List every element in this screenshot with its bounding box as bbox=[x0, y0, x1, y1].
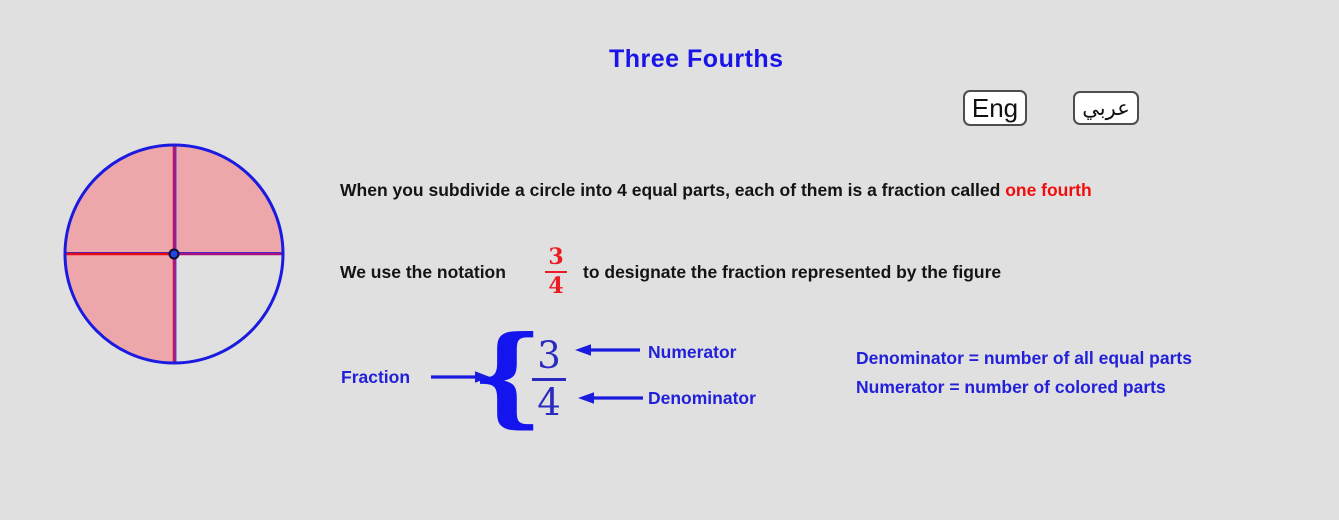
legend-denominator-definition: Denominator = number of all equal parts bbox=[856, 348, 1192, 368]
one-fourth-highlight: one fourth bbox=[1005, 180, 1092, 200]
sentence-notation-suffix: to designate the fraction represented by… bbox=[583, 262, 1002, 282]
curly-brace: { bbox=[470, 313, 544, 439]
numerator-label: Numerator bbox=[648, 342, 737, 362]
circle-outline bbox=[63, 143, 285, 365]
blue-fraction-denominator: 4 bbox=[537, 381, 561, 424]
sentence-subdivide-text: When you subdivide a circle into 4 equal… bbox=[340, 180, 1001, 200]
sector-top-right bbox=[174, 145, 283, 254]
center-point bbox=[168, 248, 180, 260]
sentence-subdivide: When you subdivide a circle into 4 equal… bbox=[340, 180, 1092, 201]
denominator-arrow-head bbox=[578, 392, 594, 404]
sector-top-left bbox=[65, 145, 174, 254]
red-fraction-bar bbox=[545, 271, 567, 273]
red-fraction-numerator: 3 bbox=[548, 244, 564, 270]
arabic-language-button[interactable]: عربي bbox=[1073, 91, 1139, 125]
legend-numerator-definition: Numerator = number of colored parts bbox=[856, 377, 1166, 397]
english-language-button[interactable]: Eng bbox=[963, 90, 1027, 126]
blue-fraction-numerator: 3 bbox=[537, 334, 561, 377]
red-fraction-denominator: 4 bbox=[548, 273, 564, 299]
blue-fraction: 3 4 bbox=[528, 335, 570, 423]
sector-bottom-left bbox=[65, 254, 174, 363]
three-fourths-circle-figure bbox=[63, 143, 285, 365]
numerator-arrow bbox=[575, 344, 640, 356]
page-title: Three Fourths bbox=[609, 45, 784, 73]
fraction-arrow bbox=[431, 371, 490, 383]
fraction-label: Fraction bbox=[341, 367, 411, 387]
fraction-arrow-head bbox=[475, 371, 490, 383]
denominator-arrow bbox=[578, 392, 643, 404]
denominator-label: Denominator bbox=[648, 388, 756, 408]
red-fraction: 3 4 bbox=[543, 245, 569, 299]
blue-fraction-bar bbox=[532, 378, 566, 381]
sentence-notation-prefix: We use the notation bbox=[340, 262, 506, 282]
numerator-arrow-head bbox=[575, 344, 591, 356]
